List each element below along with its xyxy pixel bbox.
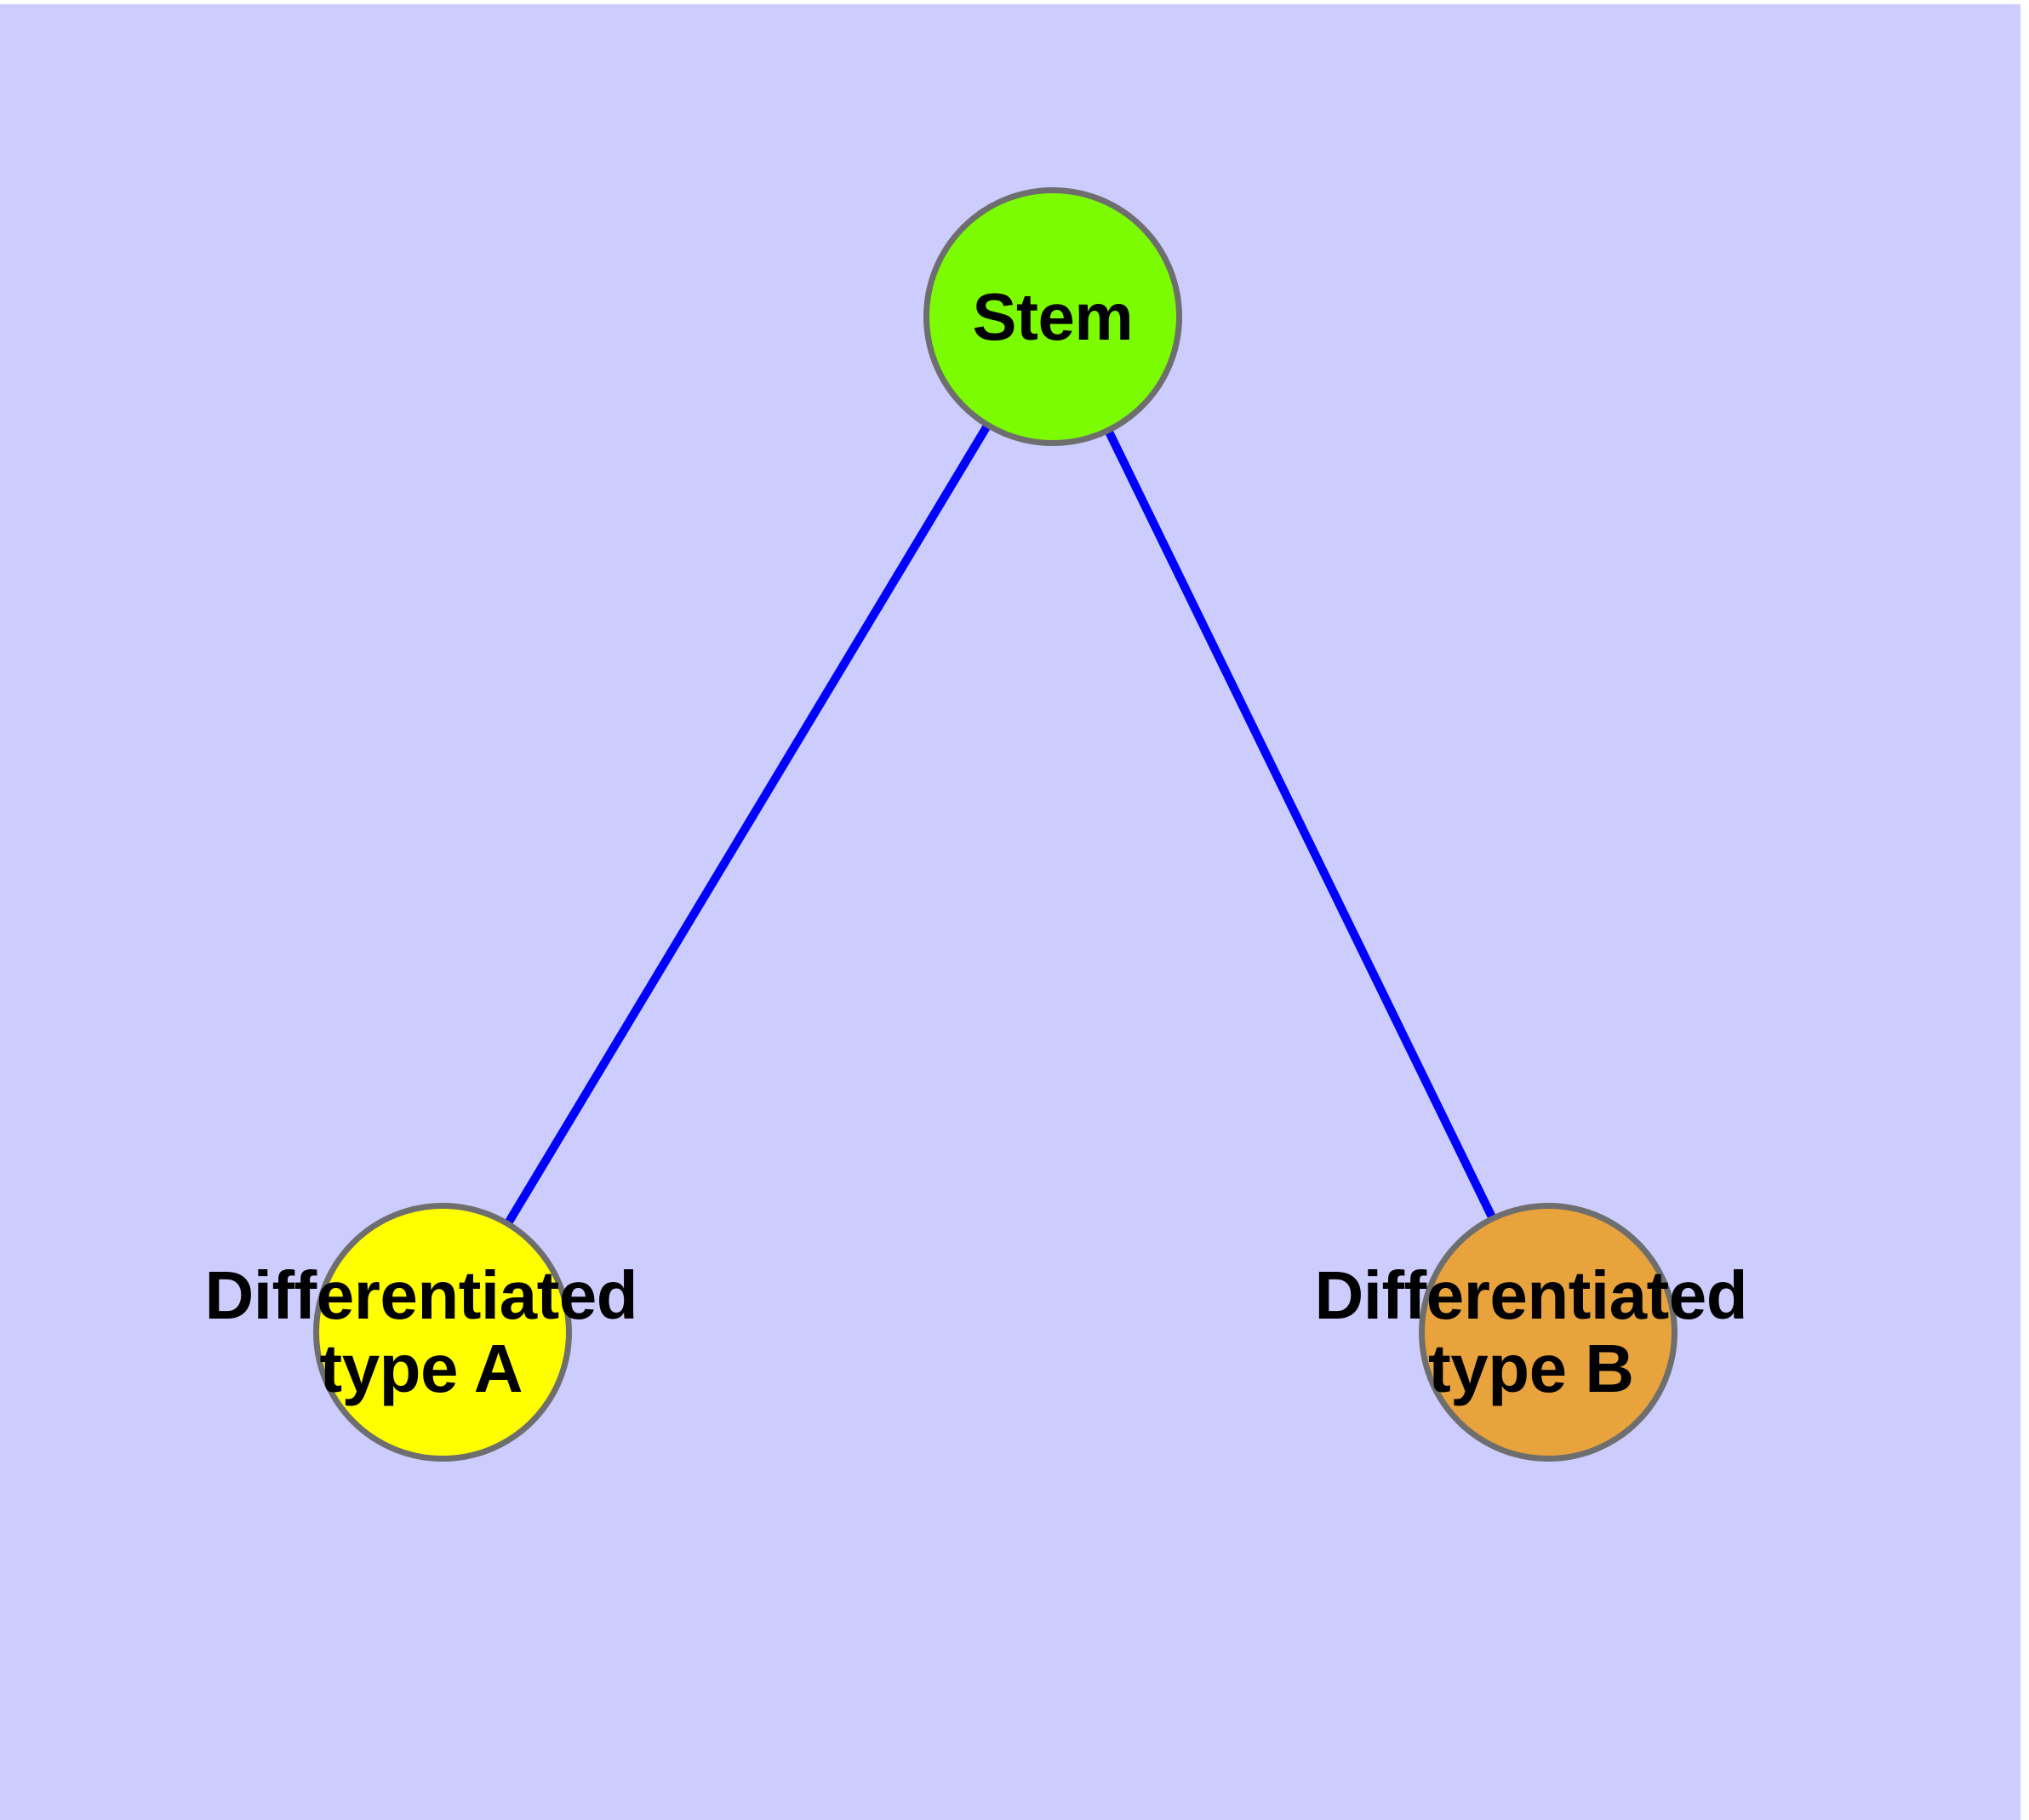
edges-layer bbox=[504, 423, 1496, 1226]
graph-node-diff_a[interactable] bbox=[313, 1203, 572, 1462]
graph-edge-stem-diff_a bbox=[504, 423, 992, 1226]
graph-edge-stem-diff_b bbox=[1105, 429, 1496, 1220]
graph-node-stem[interactable] bbox=[923, 187, 1182, 446]
nodes-layer bbox=[313, 187, 1677, 1462]
graph-node-diff_b[interactable] bbox=[1419, 1203, 1677, 1462]
